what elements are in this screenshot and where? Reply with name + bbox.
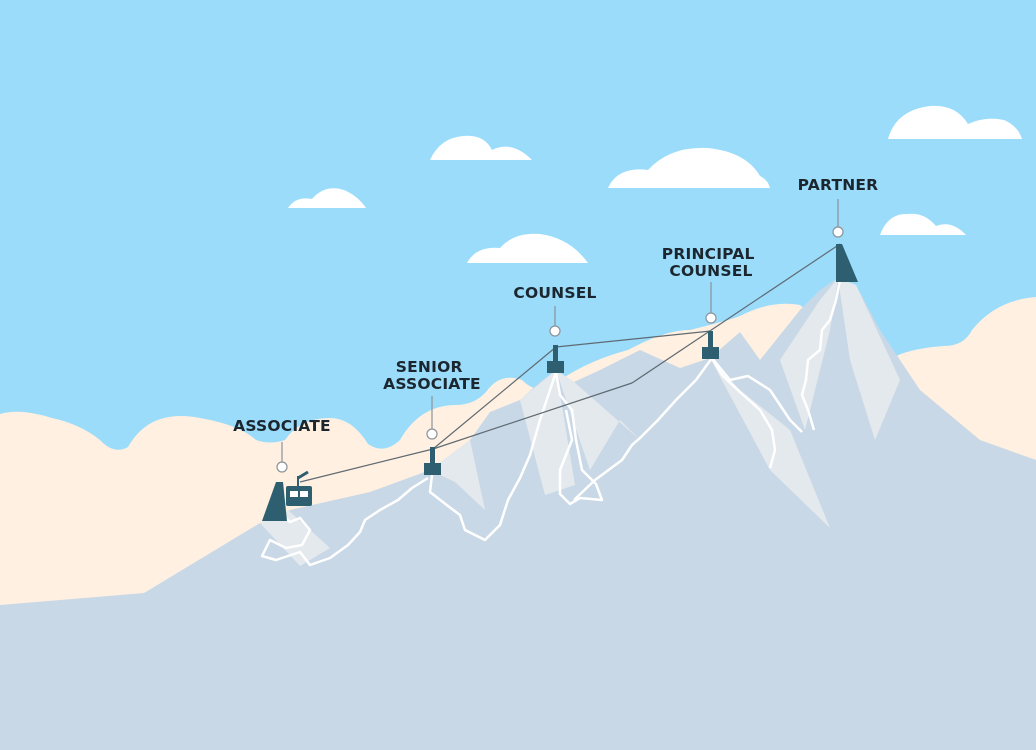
clouds bbox=[288, 105, 1022, 263]
pylon-icon bbox=[708, 331, 713, 349]
cable bbox=[631, 243, 841, 384]
trail-line bbox=[800, 279, 842, 431]
stage-label-counsel: COUNSEL bbox=[513, 284, 596, 302]
cable bbox=[299, 448, 434, 483]
stage-label-principal-counsel: PRINCIPAL COUNSEL bbox=[662, 245, 760, 280]
cloud bbox=[430, 135, 532, 160]
gondola-icon bbox=[286, 486, 312, 506]
snow-patch bbox=[556, 370, 640, 470]
trail-line bbox=[710, 357, 777, 469]
markers bbox=[276, 226, 844, 473]
snow-patch bbox=[430, 440, 485, 510]
label-leaders bbox=[281, 199, 839, 462]
gondola-arm bbox=[297, 470, 309, 480]
stations bbox=[262, 244, 858, 521]
snow-patch bbox=[710, 358, 830, 528]
pylon-icon bbox=[553, 345, 558, 363]
stage-labels: ASSOCIATE SENIOR ASSOCIATE COUNSEL PRINC… bbox=[233, 176, 878, 435]
cable bbox=[555, 330, 712, 348]
stage-label-senior-associate: SENIOR ASSOCIATE bbox=[383, 358, 481, 393]
cloud bbox=[467, 233, 588, 263]
trail-line bbox=[260, 476, 429, 567]
gondola-window bbox=[300, 491, 308, 497]
snow-patch bbox=[260, 510, 330, 566]
pin-marker-icon bbox=[426, 428, 438, 440]
top-station-icon bbox=[836, 244, 858, 282]
pin-marker-icon bbox=[276, 461, 288, 473]
pin-marker-icon bbox=[705, 312, 717, 324]
cloud bbox=[608, 147, 770, 188]
snow-patch bbox=[838, 278, 900, 440]
trail-line bbox=[554, 371, 604, 506]
base-station-icon bbox=[262, 482, 287, 521]
trail-line bbox=[573, 356, 803, 501]
pylon-base bbox=[702, 347, 719, 359]
cable-lines bbox=[299, 243, 841, 483]
cloud bbox=[888, 105, 1022, 139]
pin-marker-icon bbox=[549, 325, 561, 337]
pin-marker-icon bbox=[832, 226, 844, 238]
cable bbox=[432, 346, 557, 450]
cable bbox=[432, 382, 633, 450]
cloud bbox=[288, 188, 366, 208]
pylon-icon bbox=[430, 447, 435, 465]
mountain-range bbox=[0, 278, 1036, 750]
stage-label-associate: ASSOCIATE bbox=[233, 417, 331, 435]
gondola-hanger bbox=[297, 476, 299, 486]
stage-label-partner: PARTNER bbox=[798, 176, 879, 194]
snow-patch bbox=[780, 278, 838, 430]
trail-line bbox=[428, 371, 558, 542]
cloud bbox=[880, 213, 966, 235]
pylon-base bbox=[424, 463, 441, 475]
mountain-trails bbox=[260, 279, 842, 567]
pylon-base bbox=[547, 361, 564, 373]
gondola-window bbox=[290, 491, 298, 497]
